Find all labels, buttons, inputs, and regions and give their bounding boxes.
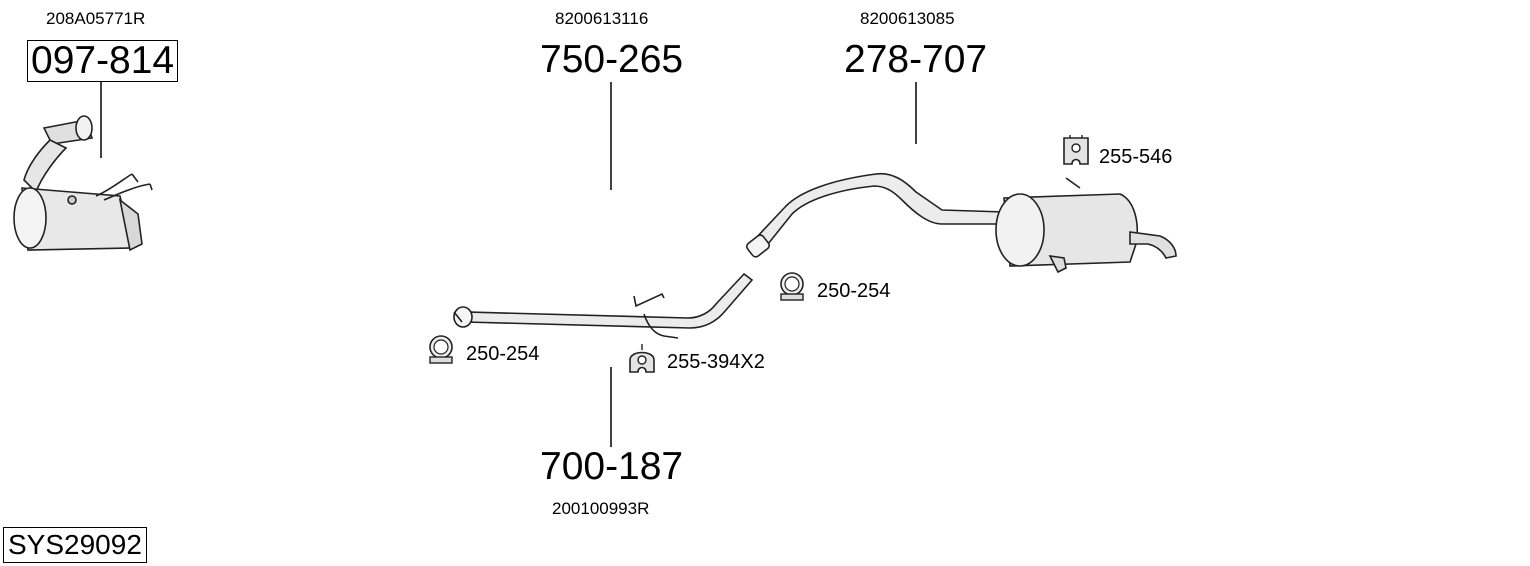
clamp-icon [429, 335, 453, 364]
accessory-label-250-254-right[interactable]: 250-254 [817, 280, 891, 302]
part-number-097-814[interactable]: 097-814 [27, 40, 179, 82]
accessory-label-255-546[interactable]: 255-546 [1099, 146, 1173, 168]
rear-silencer-drawing [746, 172, 1177, 274]
accessory-label-250-254-left[interactable]: 250-254 [466, 343, 540, 365]
accessory-label-255-394X2[interactable]: 255-394X2 [667, 351, 765, 373]
part-number-750-265[interactable]: 750-265 [540, 38, 684, 81]
front-pipe-drawing [453, 272, 754, 339]
part-number-700-187[interactable]: 700-187 [540, 445, 684, 488]
clamp-icon [780, 272, 804, 301]
oe-number-200100993R: 200100993R [552, 499, 650, 518]
system-code: SYS29092 [3, 527, 147, 563]
rubber-hanger-icon [1063, 135, 1089, 165]
oe-number-8200613085: 8200613085 [860, 9, 955, 28]
rubber-mount-icon [629, 344, 655, 373]
oe-number-8200613116: 8200613116 [555, 9, 649, 28]
oe-number-208A05771R: 208A05771R [46, 9, 146, 28]
particulate-filter-drawing [13, 115, 153, 252]
part-number-278-707[interactable]: 278-707 [844, 38, 988, 81]
